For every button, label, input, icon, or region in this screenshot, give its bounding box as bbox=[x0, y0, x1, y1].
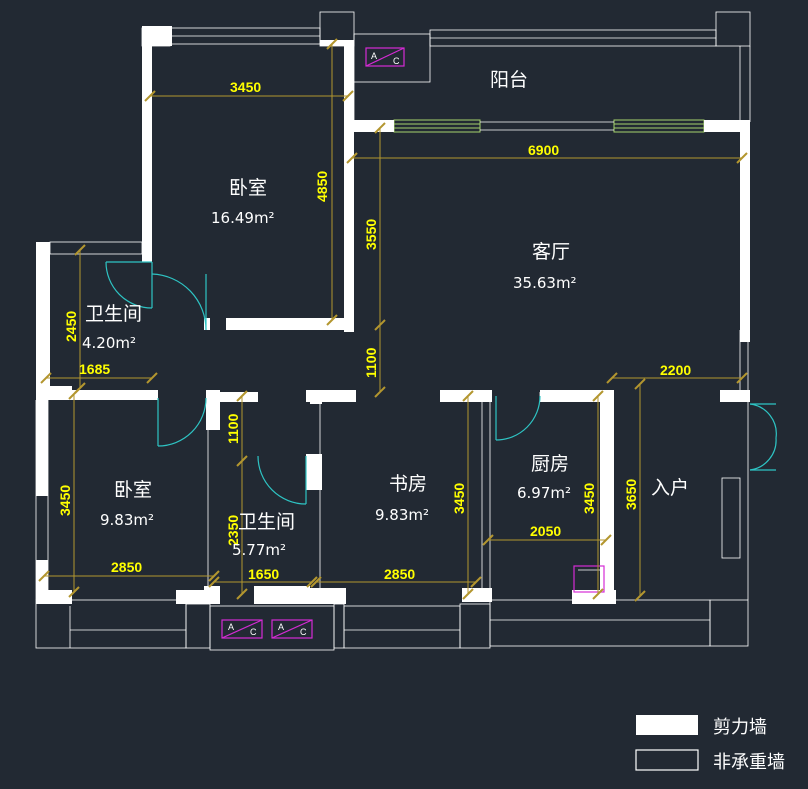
shear-walls bbox=[36, 26, 750, 604]
room-name-bedroom2: 卧室 bbox=[114, 479, 152, 501]
room-name-bath1: 卫生间 bbox=[85, 303, 142, 325]
svg-text:A: A bbox=[278, 622, 284, 632]
svg-text:A: A bbox=[228, 622, 234, 632]
room-area-bedroom2: 9.83m² bbox=[100, 511, 154, 529]
room-name-study: 书房 bbox=[389, 473, 427, 495]
dim-study-depth: 3450 bbox=[451, 483, 467, 514]
dim-bath1-depth: 2450 bbox=[63, 311, 79, 342]
dim-entry-width: 2200 bbox=[660, 362, 691, 378]
svg-text:A: A bbox=[371, 51, 377, 61]
dim-bath2-depth: 2350 bbox=[225, 515, 241, 546]
svg-text:C: C bbox=[393, 56, 400, 66]
dim-living-depth: 3550 bbox=[363, 219, 379, 250]
room-area-bath1: 4.20m² bbox=[82, 334, 136, 352]
dim-bath1-width: 1685 bbox=[79, 361, 110, 377]
dim-corridor: 1100 bbox=[363, 347, 379, 378]
ac-unit-bottom-2: A C bbox=[271, 619, 313, 639]
dimension-labels: 3450 4850 6900 3550 1100 2200 2450 1685 … bbox=[57, 79, 691, 582]
dim-kitchen-width: 2050 bbox=[530, 523, 561, 539]
legend-non-bearing-label: 非承重墙 bbox=[713, 752, 785, 773]
room-area-bedroom1: 16.49m² bbox=[211, 209, 275, 227]
room-name-bath2: 卫生间 bbox=[238, 511, 295, 533]
legend-shear-wall-swatch bbox=[636, 715, 698, 735]
room-name-balcony: 阳台 bbox=[490, 69, 528, 91]
doors bbox=[105, 261, 777, 505]
legend-non-bearing-swatch bbox=[635, 749, 699, 771]
legend-shear-wall-label: 剪力墙 bbox=[713, 717, 767, 738]
ac-unit-bottom-1: A C bbox=[221, 619, 263, 639]
ac-unit-top: A C bbox=[365, 47, 405, 67]
dim-bed2-width: 2850 bbox=[111, 559, 142, 575]
kitchen-flue bbox=[573, 565, 605, 593]
dim-study-width: 2850 bbox=[384, 566, 415, 582]
room-area-kitchen: 6.97m² bbox=[517, 484, 571, 502]
dim-living-width: 6900 bbox=[528, 142, 559, 158]
room-area-bath2: 5.77m² bbox=[232, 541, 286, 559]
dim-entry-depth: 3650 bbox=[623, 479, 639, 510]
window-sills bbox=[393, 119, 705, 133]
dim-bed1-depth: 4850 bbox=[314, 171, 330, 202]
room-name-bedroom1: 卧室 bbox=[229, 177, 267, 199]
dim-kitchen-depth: 3450 bbox=[581, 483, 597, 514]
room-area-living: 35.63m² bbox=[513, 274, 577, 292]
svg-text:C: C bbox=[250, 627, 257, 637]
room-name-living: 客厅 bbox=[532, 241, 570, 263]
legend: 剪力墙 非承重墙 bbox=[635, 715, 785, 773]
room-labels: 卧室 16.49m² 阳台 客厅 35.63m² 卫生间 4.20m² 卧室 9… bbox=[82, 69, 689, 559]
dim-bed1-width: 3450 bbox=[230, 79, 261, 95]
dim-bath2-upper: 1100 bbox=[225, 413, 241, 444]
room-name-kitchen: 厨房 bbox=[531, 453, 569, 475]
svg-text:C: C bbox=[300, 627, 307, 637]
room-name-entry: 入户 bbox=[651, 477, 689, 499]
dimension-lines bbox=[38, 38, 748, 602]
room-area-study: 9.83m² bbox=[375, 506, 429, 524]
dim-bed2-depth: 3450 bbox=[57, 485, 73, 516]
dim-bath2-width: 1650 bbox=[248, 566, 279, 582]
